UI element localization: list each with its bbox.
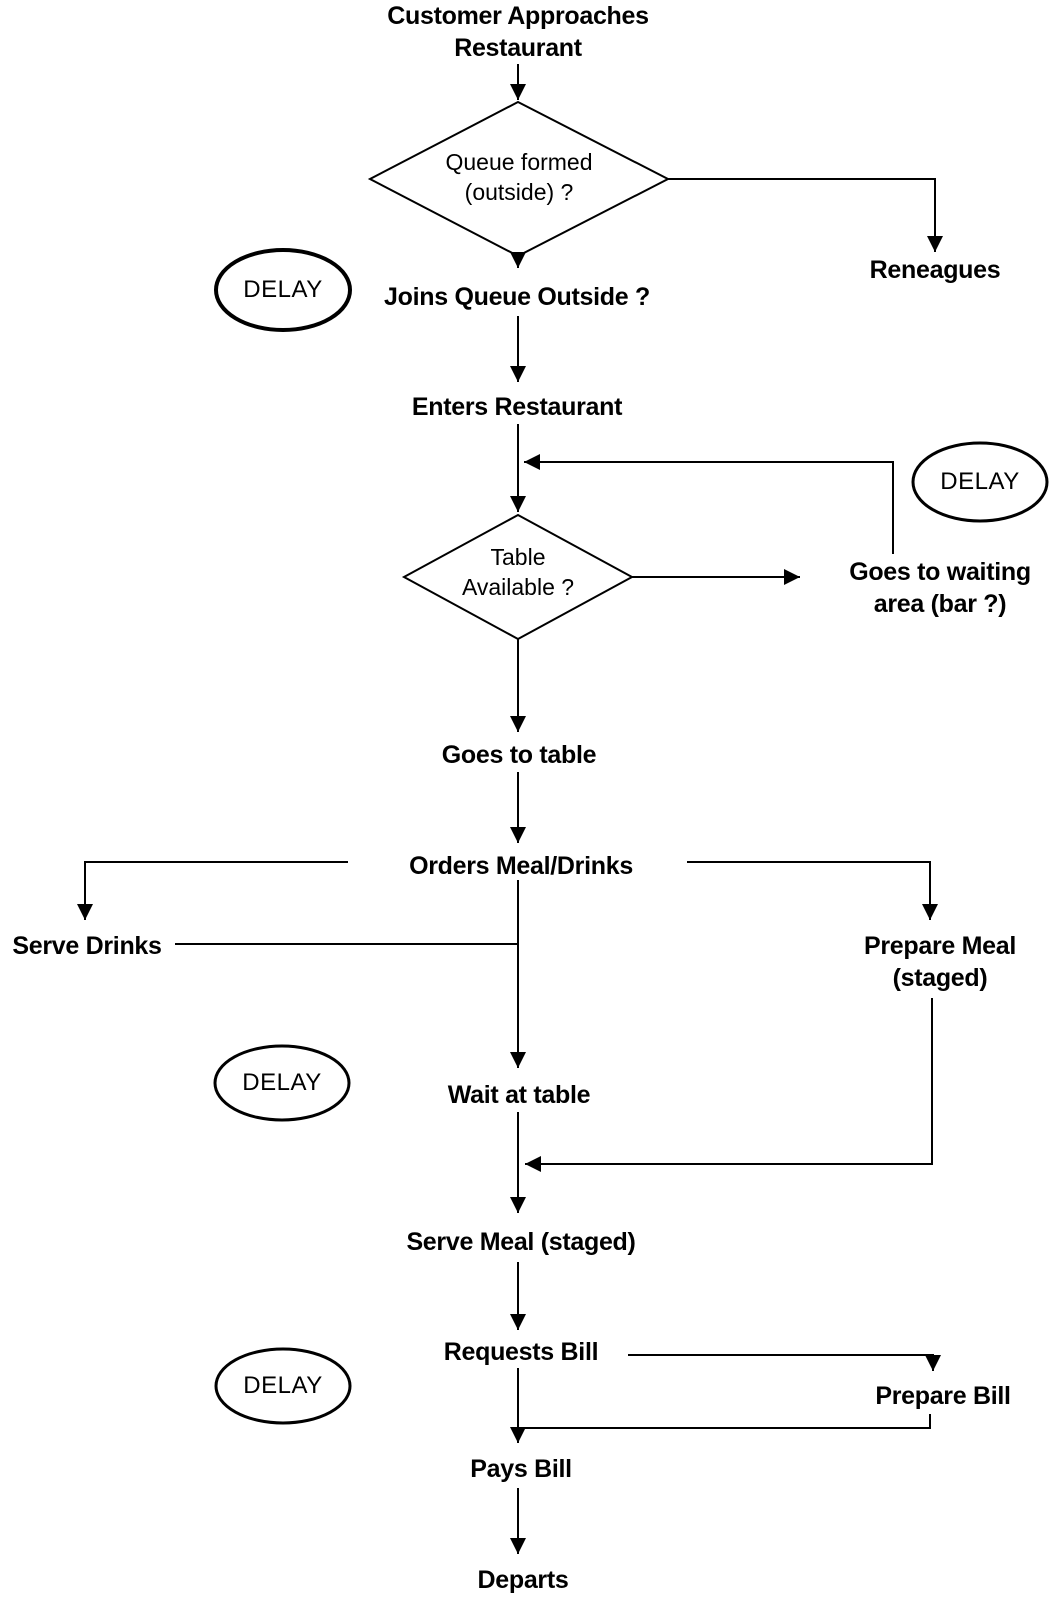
- edge-prepare-meal-back-to-spine: [525, 998, 933, 1172]
- node-joins-queue-outside: Joins Queue Outside ?: [384, 283, 650, 311]
- edge-orders-to-serve-drinks: [77, 861, 348, 920]
- decision-queue-formed: Queue formed (outside) ?: [445, 147, 592, 207]
- edge-queue-decision-to-reneagues: [668, 178, 943, 252]
- node-customer-approaches: Customer Approaches Restaurant: [387, 0, 649, 64]
- node-prepare-meal: Prepare Meal (staged): [864, 930, 1016, 994]
- delay-label-wait-at-table: DELAY: [242, 1069, 322, 1096]
- decision-table-available-line2: Available ?: [461, 574, 575, 600]
- edge-requests-bill-to-prepare-bill: [628, 1354, 941, 1371]
- node-wait-at-table: Wait at table: [447, 1081, 591, 1109]
- node-requests-bill: Requests Bill: [443, 1338, 599, 1366]
- node-reneagues: Reneagues: [869, 256, 1001, 284]
- decision-table-available: Table Available ?: [462, 542, 574, 602]
- node-waiting-area: Goes to waiting area (bar ?): [849, 556, 1031, 620]
- node-prepare-meal-line1: Prepare Meal: [863, 932, 1017, 960]
- node-pays-bill: Pays Bill: [470, 1455, 572, 1483]
- delay-ellipse-wait-at-table: [213, 1044, 351, 1122]
- delay-ellipse-waiting-area: [911, 441, 1049, 523]
- delay-label-waiting-area: DELAY: [940, 468, 1020, 495]
- edge-orders-to-prepare-meal: [687, 861, 938, 920]
- node-orders-meal-drinks: Orders Meal/Drinks: [409, 852, 633, 880]
- node-customer-approaches-line1: Customer Approaches: [387, 2, 649, 30]
- node-serve-meal: Serve Meal (staged): [406, 1228, 636, 1256]
- node-goes-to-table: Goes to table: [441, 741, 597, 769]
- node-departs: Departs: [477, 1566, 569, 1594]
- node-waiting-area-line2: area (bar ?): [873, 590, 1007, 618]
- edge-prepare-bill-back-to-spine: [518, 1414, 931, 1429]
- delay-label-queue: DELAY: [243, 276, 323, 303]
- node-enters-restaurant: Enters Restaurant: [411, 393, 623, 421]
- edge-waiting-area-back-to-spine: [524, 454, 894, 554]
- node-serve-drinks: Serve Drinks: [12, 932, 162, 960]
- decision-queue-formed-line2: (outside) ?: [464, 179, 574, 205]
- delay-ellipse-queue: [214, 248, 352, 332]
- delay-label-bill: DELAY: [243, 1372, 323, 1399]
- node-waiting-area-line1: Goes to waiting: [849, 558, 1031, 586]
- node-prepare-bill: Prepare Bill: [875, 1382, 1011, 1410]
- delay-ellipse-bill: [214, 1347, 352, 1425]
- decision-table-available-line1: Table: [490, 544, 546, 570]
- node-prepare-meal-line2: (staged): [892, 964, 988, 992]
- decision-queue-formed-line1: Queue formed: [445, 149, 593, 175]
- node-customer-approaches-line2: Restaurant: [454, 34, 582, 62]
